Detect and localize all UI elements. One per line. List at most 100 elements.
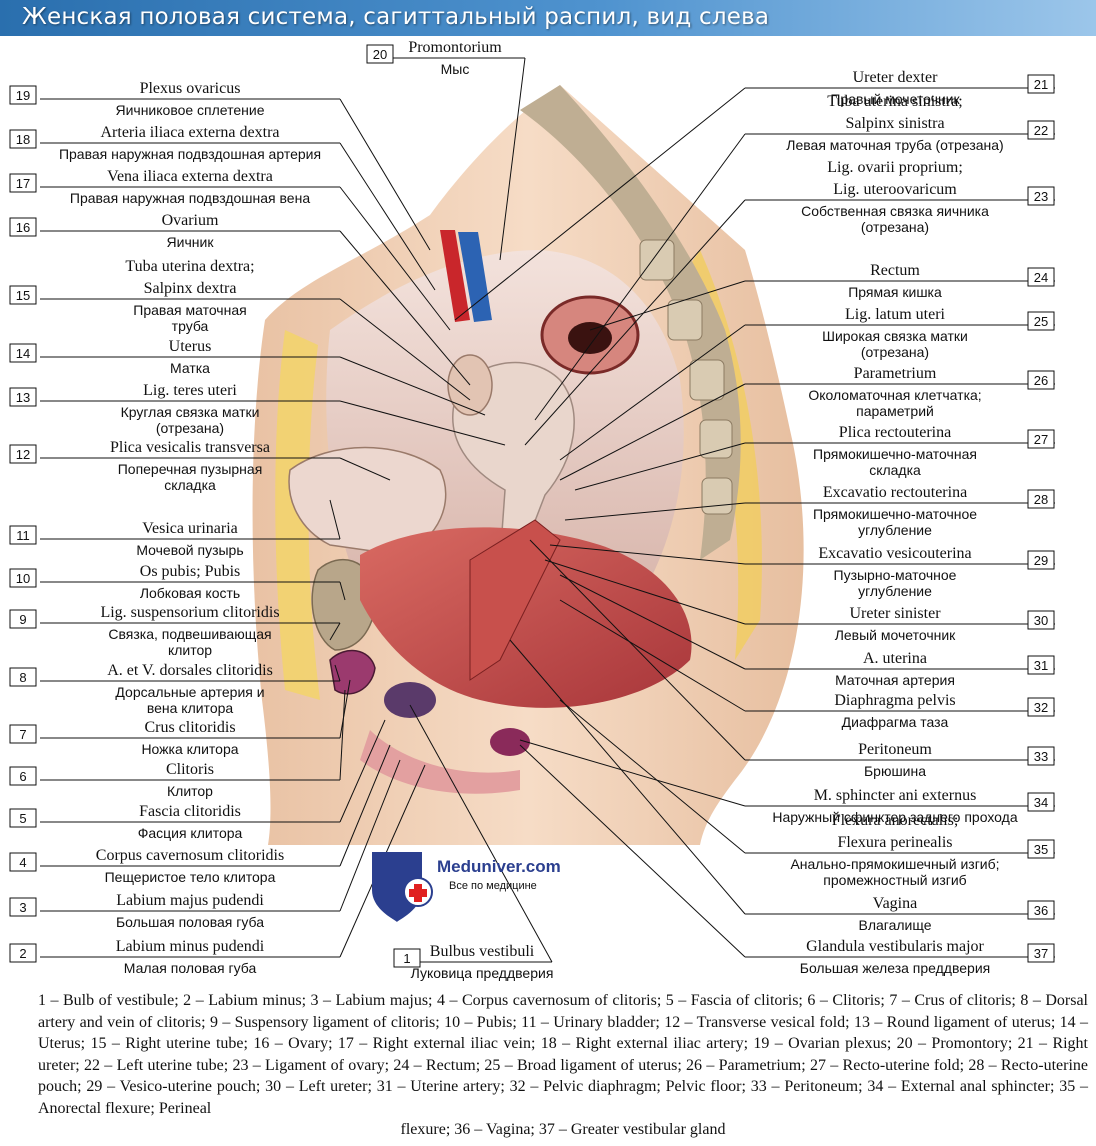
page-title: Женская половая система, сагиттальный ра…	[22, 4, 770, 30]
label-latin: Ureter dexter	[853, 69, 939, 86]
label-number-box: 22	[1027, 120, 1055, 140]
label-russian: Правая наружная подвздошная вена	[70, 190, 310, 206]
label-number-box: 7	[9, 724, 37, 744]
brand-tagline: Все по медицине	[449, 880, 537, 892]
urinary-bladder	[288, 446, 447, 556]
labia	[360, 730, 520, 794]
label-russian: Мочевой пузырь	[136, 542, 243, 558]
label-number-box: 26	[1027, 370, 1055, 390]
bulb-vestibule	[384, 682, 436, 718]
label-number-box: 24	[1027, 267, 1055, 287]
label-number: 27	[1034, 432, 1048, 447]
leader-line	[339, 759, 401, 912]
label-number: 11	[16, 528, 30, 543]
label-number-box: 15	[9, 285, 37, 305]
leader-line	[564, 502, 746, 521]
label-latin: Lig. latum uteri	[845, 306, 946, 323]
label-russian: Широкая связка матки	[822, 328, 968, 344]
label-russian: Связка, подвешивающая	[108, 626, 271, 642]
leader-line	[339, 679, 351, 739]
label-latin: Crus clitoridis	[144, 719, 235, 736]
label-latin: Lig. ovarii proprium;	[827, 159, 963, 176]
iliac-vein	[458, 232, 492, 322]
label-number: 30	[1034, 613, 1048, 628]
label-number-box: 12	[9, 444, 37, 464]
label-number: 6	[19, 769, 26, 784]
label-item: Excavatio vesicouterinaПузырно-маточноеу…	[745, 545, 1055, 599]
label-latin: Tuba uterina dextra;	[125, 258, 254, 275]
label-latin: Lig. suspensorium clitoridis	[100, 604, 279, 621]
label-item: Flexura anorectalis;Flexura perinealisАн…	[745, 812, 1055, 888]
leader-line	[534, 133, 746, 421]
leader-line	[339, 230, 471, 386]
label-russian: Луковица преддверия	[411, 965, 554, 981]
leader-line	[559, 324, 746, 461]
label-number: 8	[19, 670, 26, 685]
leader-line	[339, 400, 506, 446]
label-russian: вена клитора	[147, 700, 234, 716]
label-number-box: 13	[9, 387, 37, 407]
label-number: 14	[16, 346, 30, 361]
label-russian: Анально-прямокишечный изгиб;	[790, 856, 999, 872]
label-russian: складка	[164, 477, 216, 493]
english-legend: 1 – Bulb of vestibule; 2 – Labium minus;…	[38, 990, 1088, 1141]
label-russian: Левая маточная труба (отрезана)	[786, 137, 1003, 153]
label-russian: Яичник	[167, 234, 215, 250]
label-number-box: 11	[9, 525, 37, 545]
leader-lines	[329, 57, 746, 963]
leader-line	[329, 622, 341, 641]
leader-line	[499, 57, 526, 261]
label-latin: Flexura perinealis	[837, 834, 952, 851]
label-latin: Vagina	[873, 895, 917, 912]
label-number: 33	[1034, 749, 1048, 764]
pelvic-floor-muscle	[360, 527, 692, 708]
label-number: 7	[19, 727, 26, 742]
label-number-box: 18	[9, 129, 37, 149]
label-latin: A. uterina	[863, 650, 927, 667]
label-number-box: 31	[1027, 655, 1055, 675]
label-russian: (отрезана)	[861, 219, 929, 235]
label-russian: Влагалище	[858, 917, 931, 933]
label-latin: Vesica urinaria	[142, 520, 238, 537]
label-number-box: 34	[1027, 792, 1055, 812]
label-russian: параметрий	[856, 403, 934, 419]
label-number: 17	[16, 176, 30, 191]
label-number-box: 6	[9, 766, 37, 786]
label-russian: Собственная связка яичника	[801, 203, 989, 219]
leader-line	[334, 664, 341, 682]
label-russian: Круглая связка матки	[121, 404, 260, 420]
label-number: 12	[16, 447, 30, 462]
label-russian: Большая железа преддверия	[800, 960, 990, 976]
label-russian: углубление	[858, 522, 932, 538]
label-item: Excavatio rectouterinaПрямокишечно-маточ…	[745, 484, 1055, 538]
label-russian: Пещеристое тело клитора	[105, 869, 276, 885]
label-number-box: 36	[1027, 900, 1055, 920]
legend-text: 1 – Bulb of vestibule; 2 – Labium minus;…	[38, 992, 1088, 1117]
vagina	[469, 519, 561, 681]
label-russian: (отрезана)	[156, 420, 224, 436]
leader-line	[339, 98, 431, 251]
label-latin: Promontorium	[408, 39, 502, 56]
label-number-box: 4	[9, 852, 37, 872]
label-russian: Большая половая губа	[116, 914, 264, 930]
label-number: 20	[373, 47, 387, 62]
label-number: 13	[16, 390, 30, 405]
label-number-box: 35	[1027, 839, 1055, 859]
label-number: 25	[1034, 314, 1048, 329]
leader-line	[544, 559, 746, 625]
label-latin: Peritoneum	[858, 741, 932, 758]
label-number-box: 19	[9, 85, 37, 105]
label-latin: M. sphincter ani externus	[814, 787, 977, 804]
